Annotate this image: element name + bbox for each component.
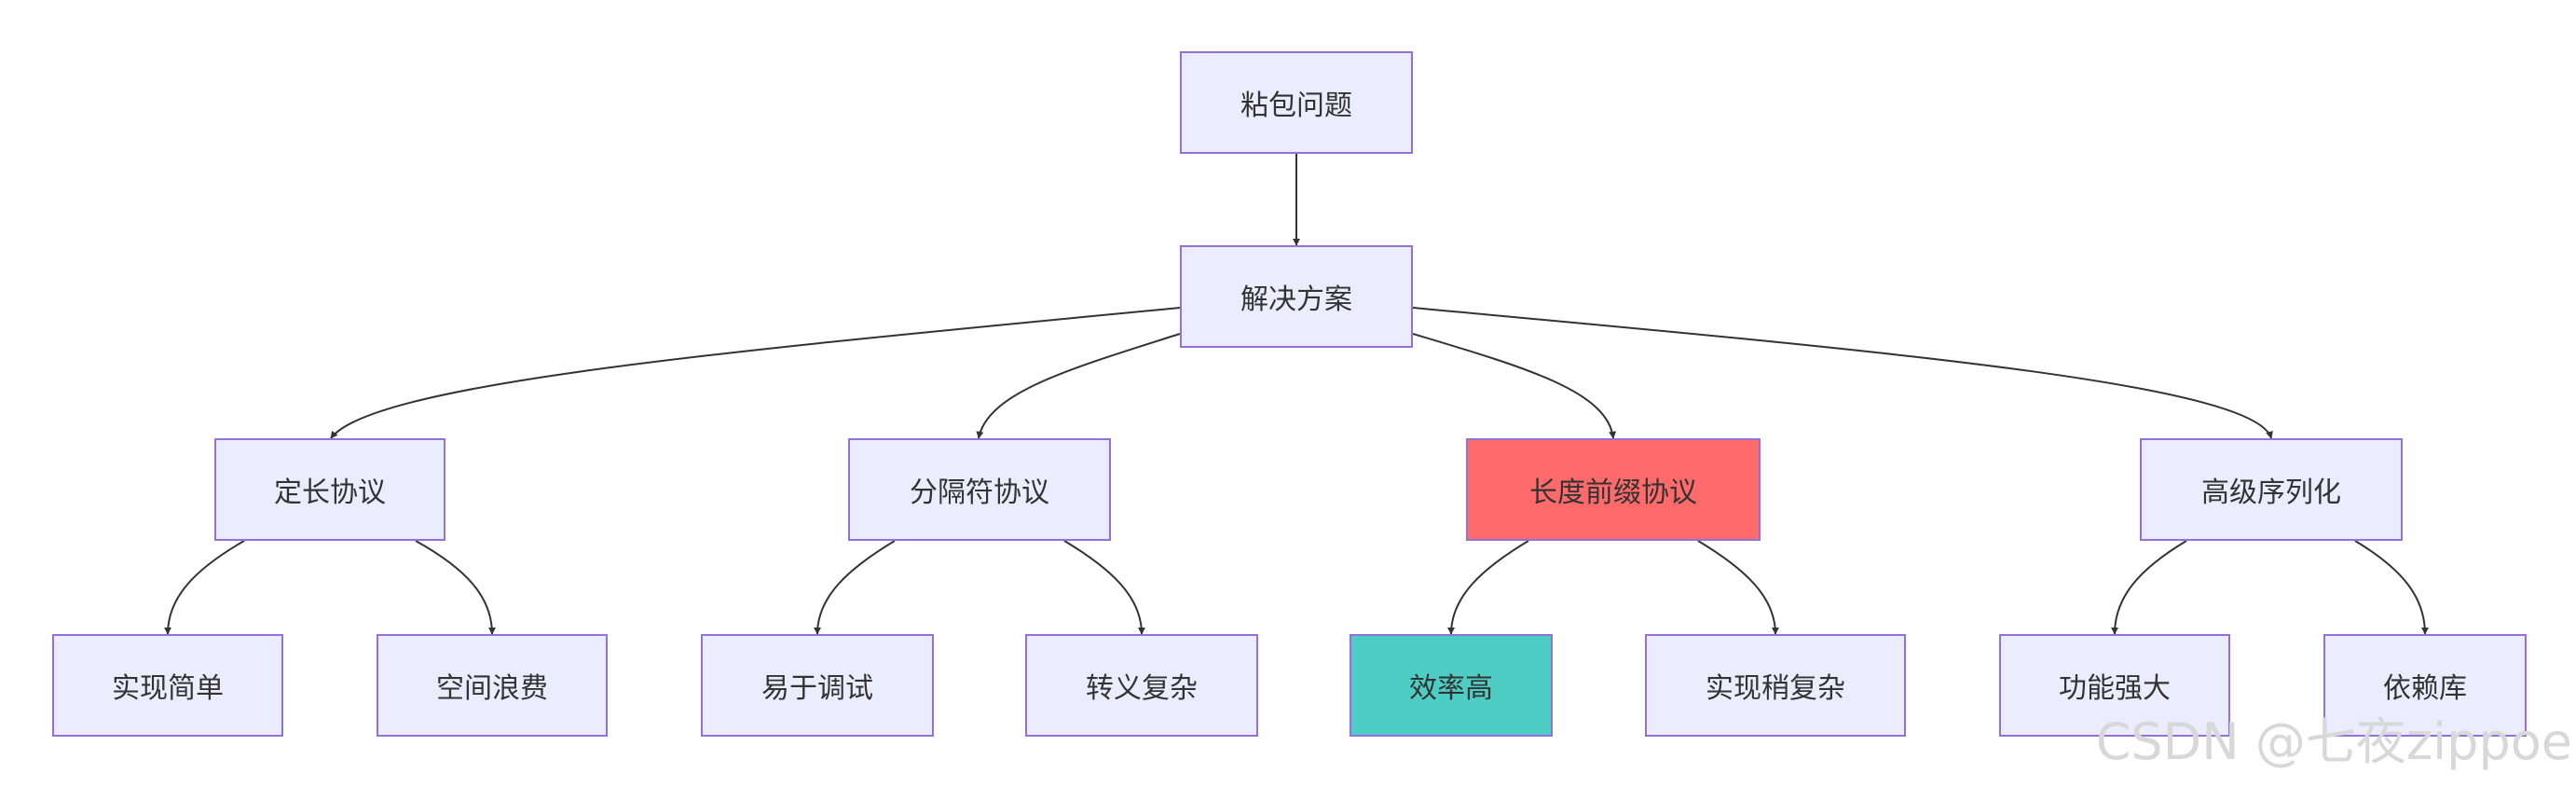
watermark: CSDN @七夜zippoe xyxy=(2095,712,2572,771)
node-root[interactable]: 粘包问题 xyxy=(1180,51,1413,154)
node-easy-debug[interactable]: 易于调试 xyxy=(701,634,934,737)
node-space-waste[interactable]: 空间浪费 xyxy=(377,634,608,737)
node-fixed-length[interactable]: 定长协议 xyxy=(214,438,445,541)
node-depends-lib[interactable]: 依赖库 xyxy=(2323,634,2527,737)
node-powerful[interactable]: 功能强大 xyxy=(1999,634,2230,737)
edge-fixed-length-to-simple-impl xyxy=(164,540,245,635)
edge-solution-to-serialization xyxy=(1412,307,2273,439)
node-delimiter[interactable]: 分隔符协议 xyxy=(848,438,1111,541)
node-escape-complex[interactable]: 转义复杂 xyxy=(1025,634,1258,737)
node-serialization[interactable]: 高级序列化 xyxy=(2140,438,2403,541)
edge-delimiter-to-easy-debug xyxy=(814,540,896,635)
node-simple-impl[interactable]: 实现简单 xyxy=(52,634,283,737)
node-solution[interactable]: 解决方案 xyxy=(1180,245,1413,348)
edge-solution-to-length-prefix xyxy=(1412,333,1617,439)
edge-delimiter-to-escape-complex xyxy=(1063,540,1145,635)
edge-solution-to-fixed-length xyxy=(330,307,1181,439)
edge-serialization-to-powerful xyxy=(2111,540,2187,635)
edge-serialization-to-depends-lib xyxy=(2354,540,2429,635)
node-length-prefix[interactable]: 长度前缀协议 xyxy=(1466,438,1761,541)
edge-fixed-length-to-space-waste xyxy=(415,540,496,635)
edge-length-prefix-to-impl-slightly-complex xyxy=(1697,540,1779,635)
edge-length-prefix-to-high-efficiency xyxy=(1447,540,1529,635)
node-high-efficiency[interactable]: 效率高 xyxy=(1350,634,1553,737)
edge-solution-to-delimiter xyxy=(976,333,1181,439)
node-impl-slightly-complex[interactable]: 实现稍复杂 xyxy=(1645,634,1906,737)
